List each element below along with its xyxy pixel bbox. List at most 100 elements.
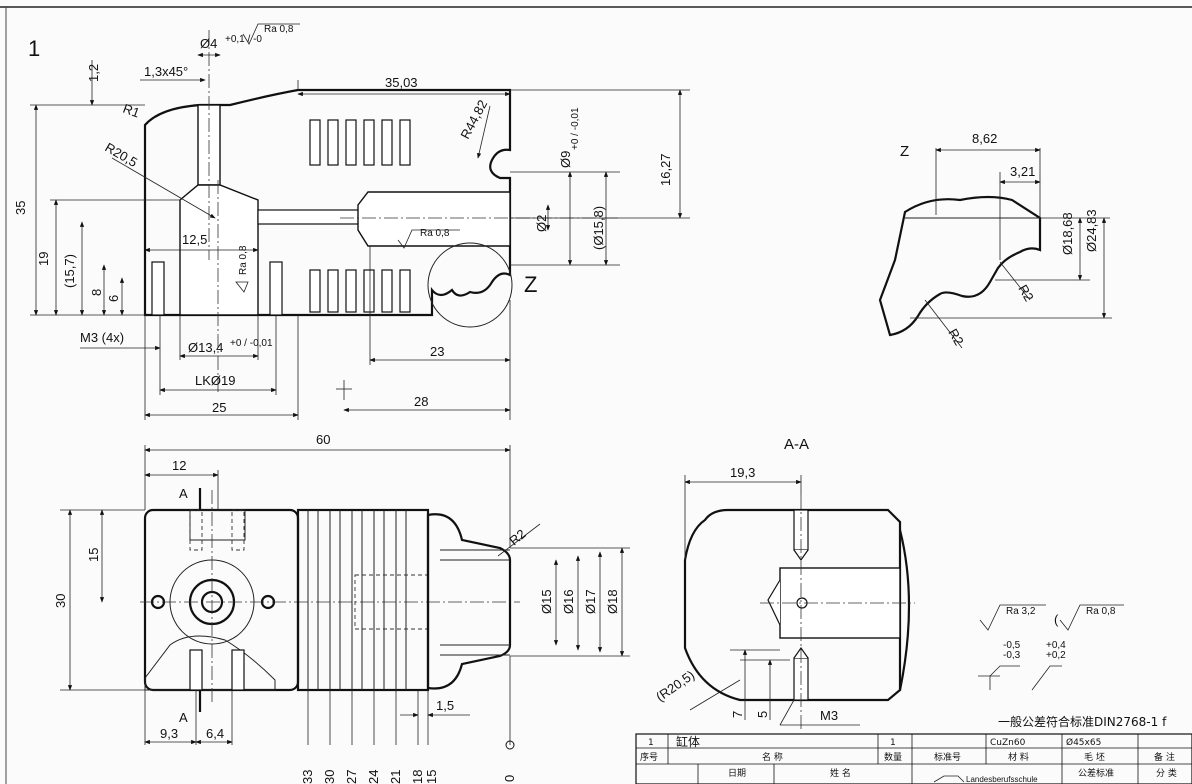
dim-d4-tol: +0,1 / -0: [225, 34, 262, 45]
tb-person: 姓 名: [830, 767, 851, 779]
top-section-view: Z 35 19 (15,7) 8 6 1,2 1,3x45° Ø4 +0,1 /…: [13, 23, 690, 420]
ordinate-dims: 33 30 27 24 21 18 15 0: [300, 656, 517, 784]
dim-r44-82: R44,82: [457, 97, 490, 141]
ord-33: 33: [300, 770, 315, 784]
dim-12-5: 12,5: [182, 232, 207, 247]
tol-d: +0,2: [1046, 650, 1066, 661]
ord-24: 24: [366, 770, 381, 784]
detail-circle-z: [427, 242, 513, 328]
detail-dim-3-21: 3,21: [1010, 164, 1035, 179]
thread-hole-right: [269, 261, 283, 316]
section-dim-5: 5: [755, 711, 770, 718]
dim-12: 12: [172, 458, 186, 473]
dim-19: 19: [36, 252, 51, 266]
ra-paren: Ra 0,8: [1086, 606, 1116, 617]
main-bore: [357, 191, 511, 247]
dim-d9: Ø9: [558, 151, 573, 168]
general-tolerance-note: 一般公差符合标准DIN2768-1 f: [998, 714, 1167, 729]
ra-mid: Ra 0,8: [238, 245, 249, 275]
dim-25: 25: [212, 400, 226, 415]
dim-lk19: LKØ19: [195, 373, 235, 388]
ra-top: Ra 0,8: [264, 24, 294, 35]
tol-a: -0,5: [1003, 640, 1021, 651]
tb-qty: 1: [890, 738, 896, 748]
dim-1-2: 1,2: [86, 64, 101, 82]
tb-material: CuZn60: [990, 738, 1026, 748]
nozzle-end: [426, 513, 512, 690]
cut-marker-a-bottom: A: [179, 710, 188, 725]
ord-21: 21: [388, 770, 403, 784]
section-aa-view: A-A 19,3 (R20,5) 7 5 M3: [653, 436, 915, 730]
front-view: 60 12 A A 30 15 Ø15 Ø16 Ø17 Ø18 R2 9,3 6…: [53, 432, 630, 784]
tb-tol-std: 公差标准: [1078, 767, 1114, 779]
dim-d15: Ø15: [539, 589, 554, 614]
tb-h-qty: 数量: [884, 751, 902, 763]
cooling-fins-top: [309, 119, 411, 313]
section-dim-m3: M3: [820, 708, 838, 723]
dim-d13-4-tol: +0 / -0,01: [230, 338, 273, 349]
dim-15-7: (15,7): [62, 254, 77, 288]
ord-30: 30: [322, 770, 337, 784]
dim-d4: Ø4: [200, 36, 217, 51]
tb-h-blank: 毛 坯: [1084, 751, 1105, 763]
section-dim-r20-5: (R20,5): [653, 667, 697, 704]
front-upper-hatch: [189, 509, 246, 541]
dim-d2: Ø2: [534, 215, 549, 232]
dim-d16: Ø16: [561, 589, 576, 614]
ord-18: 18: [410, 770, 425, 784]
detail-dim-d18-68: Ø18,68: [1060, 212, 1075, 255]
dim-d15-8: (Ø15,8): [591, 206, 606, 250]
tb-category: 分 类: [1156, 767, 1177, 779]
ord-15: 15: [424, 770, 439, 784]
body-outline: [143, 88, 512, 317]
dim-chamfer: 1,3x45°: [144, 64, 188, 79]
dim-35-03: 35,03: [385, 75, 418, 90]
ord-0: 0: [502, 775, 517, 782]
front-fin-lines: [307, 510, 407, 690]
dim-r20-5: R20,5: [103, 140, 141, 170]
dim-35: 35: [13, 201, 28, 215]
tb-h-seq: 序号: [640, 751, 658, 763]
dim-16-27: 16,27: [658, 153, 673, 186]
small-bore: [257, 209, 369, 225]
section-aa-title: A-A: [784, 436, 809, 453]
dim-1-5: 1,5: [436, 698, 454, 713]
dim-23: 23: [430, 344, 444, 359]
cut-marker-a-top: A: [179, 486, 188, 501]
section-dim-19-3: 19,3: [730, 465, 755, 480]
dim-6: 6: [106, 295, 121, 302]
detail-z-view: Z 8,62 3,21 Ø18,68 Ø24,83 R2 R2: [878, 131, 1112, 349]
paren-open: (: [1054, 612, 1059, 627]
thread-hole-left: [151, 261, 165, 316]
school-logo-icon: [933, 775, 965, 783]
ra-bore: Ra 0,8: [420, 228, 450, 239]
detail-dim-d24-83: Ø24,83: [1084, 209, 1099, 252]
roughness-symbol-mid: [235, 281, 249, 293]
dim-m3-4x: M3 (4x): [80, 330, 124, 345]
dim-15: 15: [86, 548, 101, 562]
detail-dim-r2-a: R2: [1015, 282, 1036, 304]
tb-h-material: 材 料: [1008, 751, 1029, 763]
section-dim-7: 7: [730, 711, 745, 718]
tb-school: Landesberufsschule: [966, 775, 1038, 784]
dim-d9-tol: +0 / -0,01: [570, 107, 581, 150]
detail-dim-8-62: 8,62: [972, 131, 997, 146]
detail-z-marker: Z: [524, 272, 537, 297]
roughness-symbol-bore: [397, 229, 460, 249]
tb-h-std: 标准号: [934, 751, 961, 763]
dim-60: 60: [316, 432, 330, 447]
section-aa-body: [683, 508, 902, 702]
tb-h-note: 备 注: [1154, 751, 1175, 763]
sheet-number: 1: [28, 36, 40, 61]
dim-8: 8: [89, 289, 104, 296]
tol-b: -0,3: [1003, 650, 1021, 661]
tb-h-name: 名 称: [762, 751, 783, 763]
dim-6-4: 6,4: [206, 726, 224, 741]
ra-general: Ra 3,2: [1006, 606, 1036, 617]
roughness-symbol-top: [242, 23, 300, 45]
dim-9-3: 9,3: [160, 726, 178, 741]
tb-name: 缸体: [676, 734, 700, 749]
dim-d13-4: Ø13,4: [188, 340, 223, 355]
